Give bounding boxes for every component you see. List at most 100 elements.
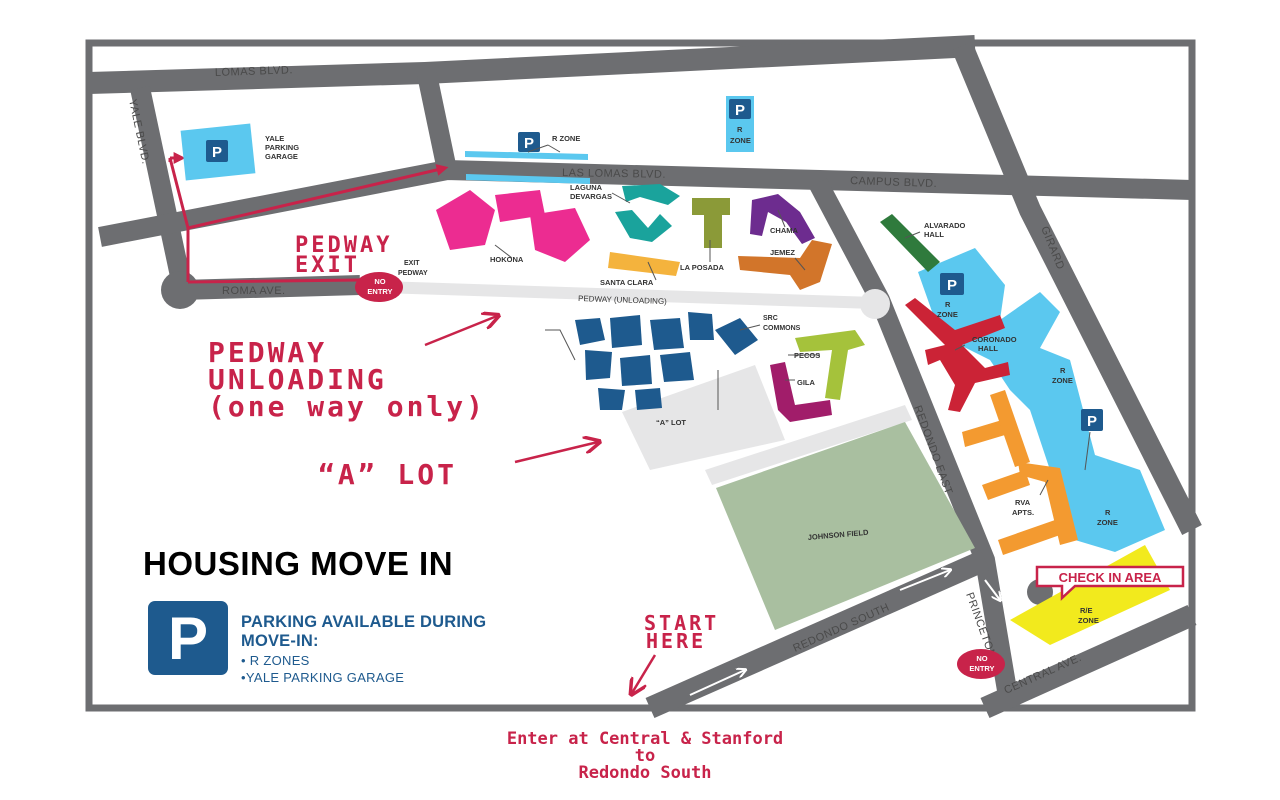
road-redondo-east bbox=[809, 178, 1020, 710]
check-in-callout: CHECK IN AREA bbox=[1035, 565, 1185, 601]
svg-text:SRC: SRC bbox=[763, 315, 778, 322]
coronado-building bbox=[905, 298, 1010, 412]
entry-instructions: Enter at Central & Stanford to Redondo S… bbox=[460, 731, 830, 782]
street-label-lomas: LOMAS BLVD. bbox=[215, 64, 293, 79]
svg-text:UNLOADING: UNLOADING bbox=[208, 363, 387, 396]
la-posada-building bbox=[692, 198, 730, 248]
rva-buildings bbox=[962, 390, 1078, 555]
legend-text: PARKING AVAILABLE DURING MOVE-IN: • R ZO… bbox=[241, 613, 528, 685]
parking-markers: P P P P P bbox=[206, 96, 1103, 431]
svg-text:P: P bbox=[524, 135, 534, 152]
svg-text:EXIT: EXIT bbox=[404, 260, 420, 267]
svg-text:SANTA CLARA: SANTA CLARA bbox=[600, 278, 654, 287]
svg-text:PEDWAY: PEDWAY bbox=[208, 336, 327, 369]
pedway-exit-route bbox=[168, 152, 449, 284]
laguna-building bbox=[615, 184, 680, 242]
direction-arrows bbox=[424, 316, 657, 693]
svg-text:NO: NO bbox=[374, 277, 385, 286]
pedway-path bbox=[379, 281, 876, 309]
svg-text:P: P bbox=[212, 144, 222, 161]
road-girard bbox=[951, 41, 1202, 535]
parking-legend: P PARKING AVAILABLE DURING MOVE-IN: • R … bbox=[148, 601, 528, 685]
svg-text:ENTRY: ENTRY bbox=[367, 287, 392, 296]
zone-labels: R ZONE R ZONE R ZONE R ZONE R ZONE R/E Z… bbox=[552, 125, 1118, 625]
entry-instructions-line-2: to bbox=[634, 746, 656, 766]
one-way-arrows bbox=[689, 570, 1000, 696]
start-here-label: START HERE bbox=[644, 611, 719, 653]
svg-text:HALL: HALL bbox=[924, 230, 944, 239]
svg-text:HOKONA: HOKONA bbox=[490, 255, 524, 264]
svg-text:START: START bbox=[644, 611, 719, 635]
svg-text:PEDWAY: PEDWAY bbox=[295, 233, 392, 258]
entry-instructions-line-1: Enter at Central & Stanford bbox=[506, 729, 784, 749]
street-label-campus: CAMPUS BLVD. bbox=[850, 175, 937, 190]
parking-icon: P bbox=[148, 601, 228, 675]
svg-text:R: R bbox=[737, 125, 743, 134]
svg-text:RVA: RVA bbox=[1015, 498, 1031, 507]
svg-text:LAGUNA: LAGUNA bbox=[570, 183, 603, 192]
r-zone-strips bbox=[465, 151, 590, 184]
svg-text:ZONE: ZONE bbox=[1078, 616, 1099, 625]
street-label-roma: ROMA AVE. bbox=[222, 285, 286, 297]
svg-text:CHECK IN AREA: CHECK IN AREA bbox=[1059, 570, 1162, 585]
svg-text:P: P bbox=[735, 102, 745, 119]
jemez-building bbox=[738, 240, 832, 290]
santa-clara-building bbox=[608, 252, 680, 276]
pedway-exit-label: PEDWAY EXIT bbox=[295, 233, 392, 278]
svg-text:ZONE: ZONE bbox=[1097, 518, 1118, 527]
roma-roundabout bbox=[161, 271, 199, 309]
chama-building bbox=[750, 194, 815, 244]
a-lot bbox=[622, 365, 785, 470]
no-entry-marker-west: NO ENTRY bbox=[355, 272, 403, 302]
svg-text:R/E: R/E bbox=[1080, 606, 1093, 615]
svg-text:JEMEZ: JEMEZ bbox=[770, 248, 795, 257]
svg-text:DEVARGAS: DEVARGAS bbox=[570, 192, 612, 201]
road-central bbox=[980, 604, 1197, 719]
svg-text:“A” LOT: “A” LOT bbox=[656, 418, 686, 427]
a-lot-direction-label: “A” LOT bbox=[318, 458, 457, 491]
svg-text:COMMONS: COMMONS bbox=[763, 325, 801, 332]
pecos-building bbox=[795, 330, 865, 400]
svg-text:(one way only): (one way only) bbox=[208, 390, 486, 423]
roads bbox=[88, 35, 1202, 719]
a-lot-strip bbox=[705, 405, 912, 485]
svg-text:HERE: HERE bbox=[646, 629, 706, 653]
svg-text:CHAMA: CHAMA bbox=[770, 226, 798, 235]
road-las-lomas bbox=[98, 159, 1193, 247]
pedway-unloading-label: PEDWAY UNLOADING (one way only) bbox=[208, 336, 486, 423]
svg-text:ZONE: ZONE bbox=[730, 136, 751, 145]
alvarado-building bbox=[880, 214, 940, 272]
svg-text:R ZONE: R ZONE bbox=[552, 134, 580, 143]
no-entry-marker-south: NO ENTRY bbox=[957, 649, 1005, 679]
svg-text:PEDWAY: PEDWAY bbox=[398, 270, 428, 277]
gila-building bbox=[770, 362, 832, 422]
svg-text:P: P bbox=[1087, 413, 1097, 430]
svg-text:R: R bbox=[945, 300, 951, 309]
road-north-connector bbox=[415, 62, 457, 173]
svg-text:GILA: GILA bbox=[797, 378, 815, 387]
leader-lines bbox=[494, 144, 1091, 496]
svg-text:ZONE: ZONE bbox=[937, 310, 958, 319]
svg-text:APTS.: APTS. bbox=[1012, 508, 1034, 517]
svg-text:PARKING: PARKING bbox=[265, 143, 299, 152]
road-redondo-south bbox=[645, 549, 990, 719]
svg-text:ALVARADO: ALVARADO bbox=[924, 221, 966, 230]
building-labels: YALE PARKING GARAGE HOKONA LAGUNA DEVARG… bbox=[265, 134, 1034, 542]
johnson-field bbox=[716, 422, 975, 630]
street-label-las-lomas: LAS LOMAS BLVD. bbox=[562, 167, 666, 181]
road-roma bbox=[179, 275, 361, 300]
svg-text:NO: NO bbox=[976, 654, 987, 663]
svg-text:CORONADO: CORONADO bbox=[972, 335, 1017, 344]
street-label-pedway: PEDWAY (UNLOADING) bbox=[578, 294, 667, 306]
hokona-building bbox=[436, 190, 590, 262]
svg-text:EXIT: EXIT bbox=[295, 253, 360, 278]
legend-heading: PARKING AVAILABLE DURING MOVE-IN: bbox=[241, 613, 487, 650]
entry-instructions-line-3: Redondo South bbox=[578, 763, 712, 783]
road-yale bbox=[130, 85, 193, 293]
svg-text:HALL: HALL bbox=[978, 344, 998, 353]
svg-text:YALE: YALE bbox=[265, 134, 284, 143]
svg-text:P: P bbox=[947, 277, 957, 294]
svg-text:ZONE: ZONE bbox=[1052, 376, 1073, 385]
svg-text:R: R bbox=[1105, 508, 1111, 517]
